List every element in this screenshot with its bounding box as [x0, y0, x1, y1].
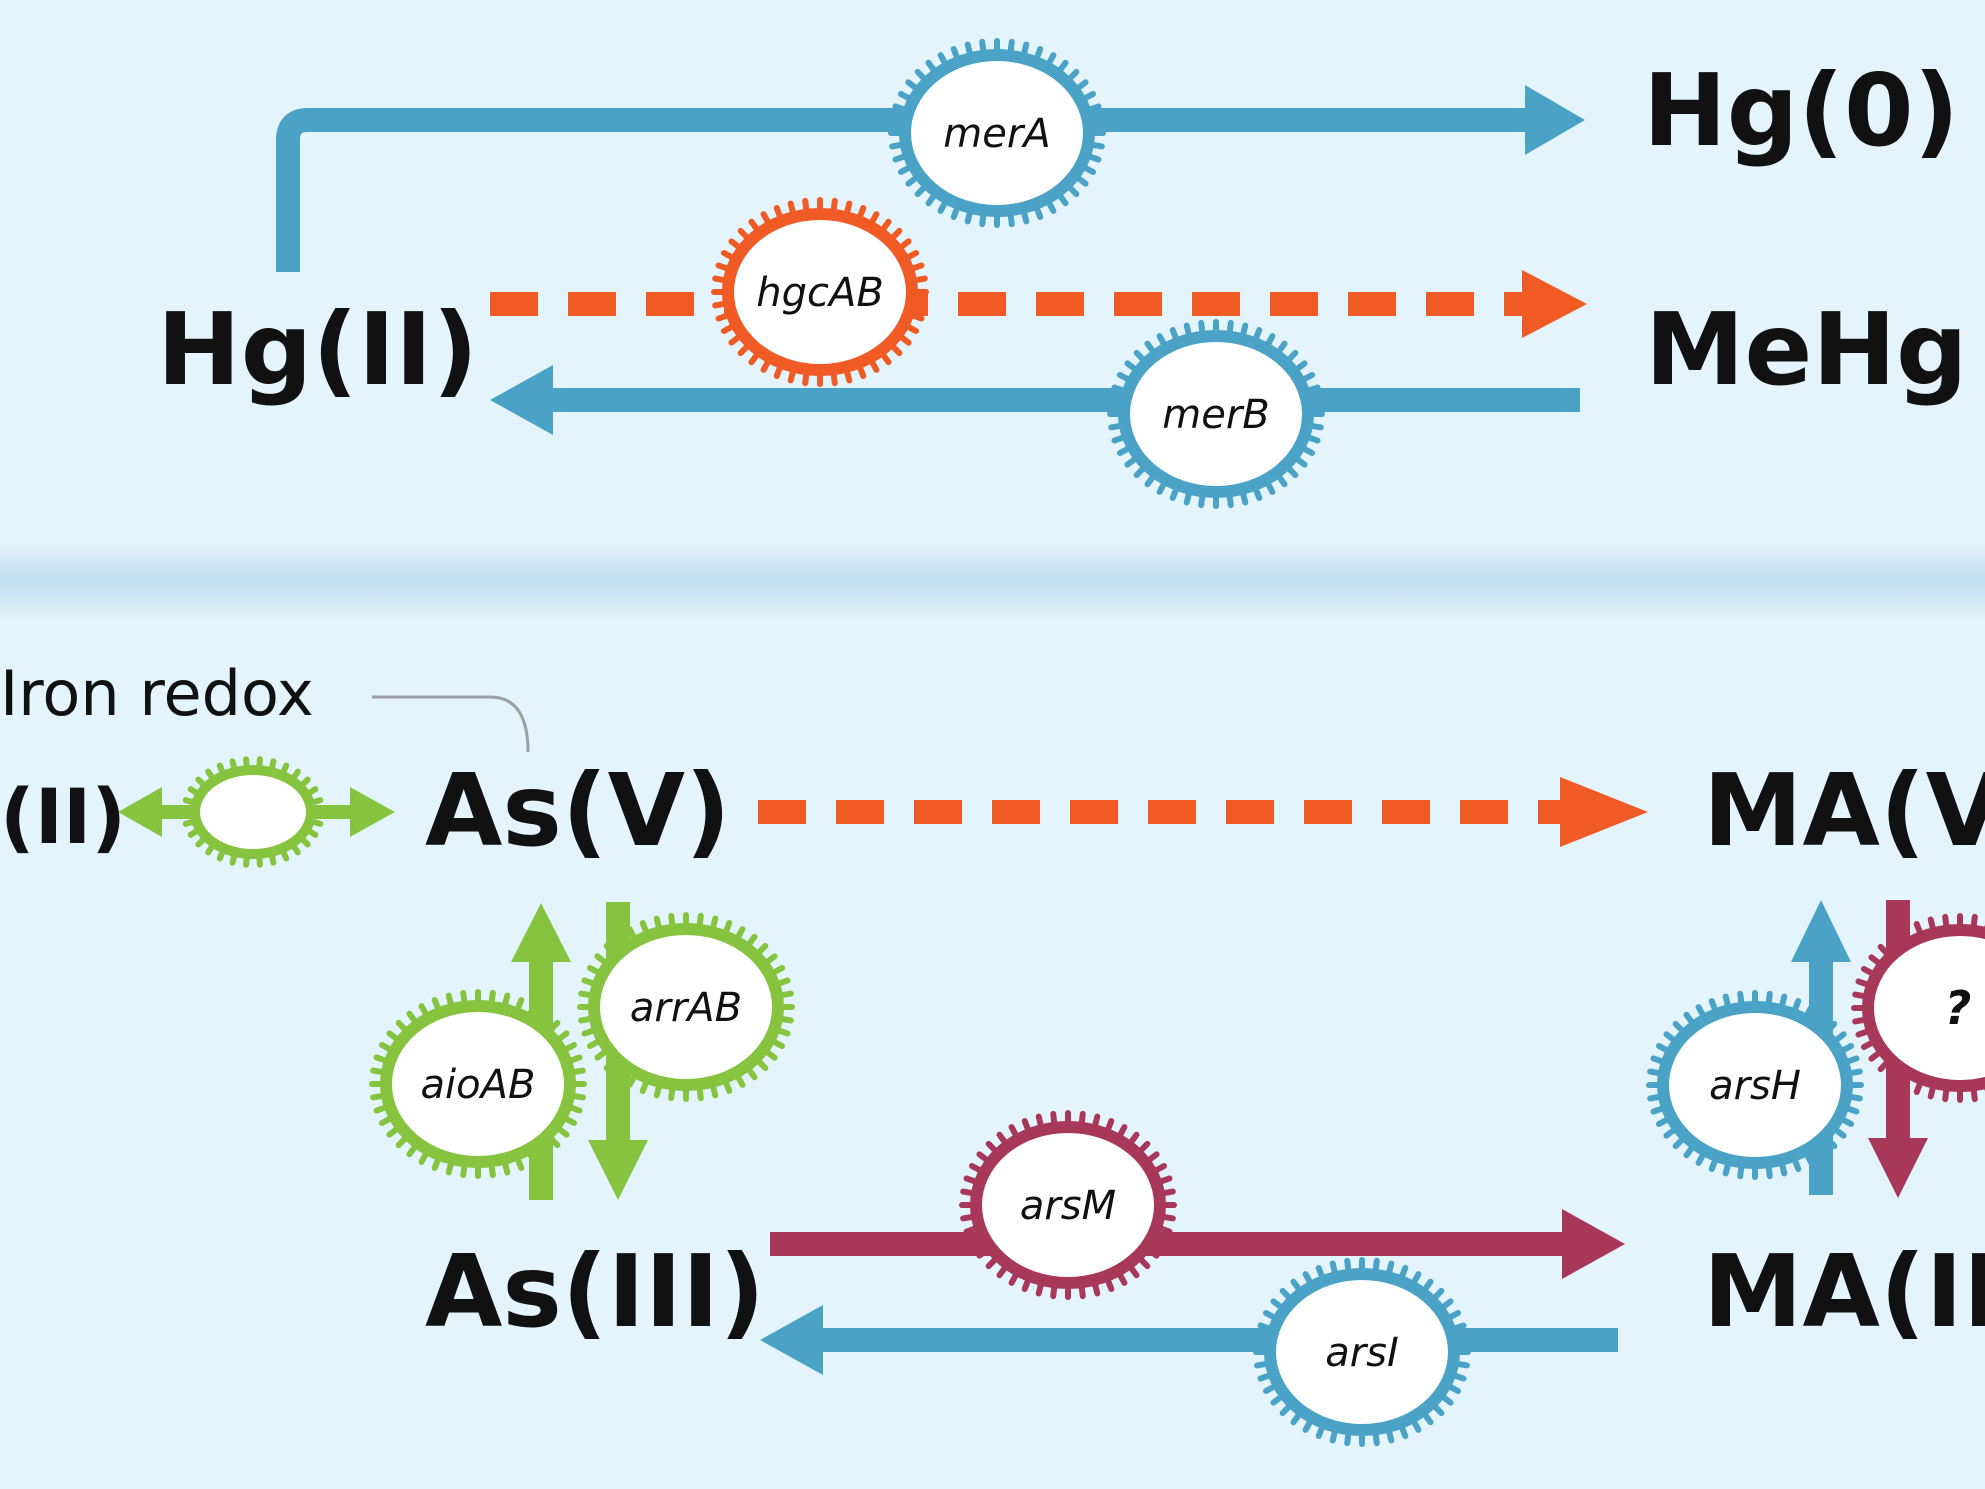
microbe-arsm-badge: arsM	[959, 1110, 1177, 1300]
microbe-aioab-badge: aioAB	[369, 989, 587, 1179]
microbe-arsi-badge: arsI	[1253, 1257, 1471, 1447]
ma3-to-as3-arrowhead	[760, 1305, 823, 1375]
microbe-unknown-badge: ?	[1851, 913, 1985, 1103]
microbe-arrab-badge: arrAB	[577, 912, 795, 1102]
gene-label-mera: merA	[943, 111, 1050, 157]
gene-label-merb: merB	[1162, 392, 1269, 438]
hg2-to-hg0-arrow-line	[276, 108, 1532, 272]
hg2-to-mehg-arrowhead	[1522, 270, 1587, 338]
section-divider	[0, 545, 1985, 617]
gene-label-arsh: arsH	[1709, 1063, 1801, 1109]
species-ma3: MA(II	[1703, 1233, 1985, 1350]
species-as3: As(III)	[425, 1233, 765, 1350]
gene-label-arsi: arsI	[1325, 1330, 1399, 1376]
species-ma5: MA(V	[1703, 752, 1985, 869]
as3-to-as5-arrowhead	[511, 903, 571, 962]
fe-redox-arrowhead-right	[350, 787, 395, 837]
gene-label-aioab: aioAB	[421, 1062, 536, 1108]
iron-redox-label: Iron redox	[0, 657, 314, 730]
hg2-to-hg0-arrowhead	[1525, 85, 1585, 155]
gene-label-hgcab: hgcAB	[756, 270, 884, 316]
microbe-arsh-badge: arsH	[1646, 990, 1864, 1180]
fe-redox-arrowhead-left	[118, 787, 162, 837]
ma3-to-ma5-arrowhead	[1791, 900, 1851, 962]
species-fe2: (II)	[0, 772, 126, 861]
species-as5: As(V)	[425, 752, 731, 869]
species-mehg: MeHg	[1645, 291, 1968, 408]
as3-to-ma3-arrowhead	[1562, 1209, 1625, 1279]
microbe-fe-redox-badge	[181, 756, 325, 868]
ma5-to-ma3-arrowhead	[1868, 1138, 1928, 1198]
gene-label-arsm: arsM	[1020, 1183, 1116, 1229]
gene-label-arrab: arrAB	[630, 985, 742, 1031]
as5-to-as3-arrowhead	[588, 1140, 648, 1200]
microbe-mera-badge: merA	[888, 38, 1106, 228]
microbe-hgcab-badge: hgcAB	[711, 197, 929, 387]
mehg-to-hg2-arrowhead	[490, 365, 553, 435]
iron-redox-connector-line	[372, 695, 530, 753]
gene-label-unknown: ?	[1945, 981, 1972, 1035]
species-hg2: Hg(II)	[157, 291, 478, 408]
microbe-merb-badge: merB	[1107, 319, 1325, 509]
species-hg0: Hg(0)	[1643, 52, 1959, 169]
as5-to-ma5-arrowhead	[1560, 777, 1648, 847]
